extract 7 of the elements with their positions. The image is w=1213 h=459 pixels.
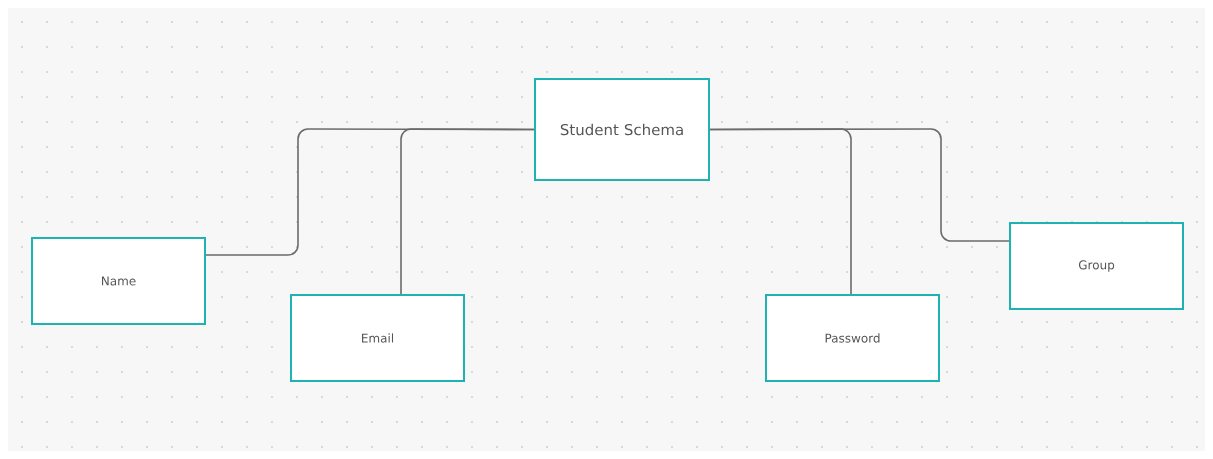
field-box: Password bbox=[765, 294, 940, 382]
field-box: Name bbox=[31, 237, 206, 325]
connector-line bbox=[400, 128, 535, 295]
field-box: Student Schema bbox=[534, 78, 710, 181]
field-box: Email bbox=[290, 294, 465, 382]
connector-line bbox=[709, 128, 1010, 242]
field-box: Group bbox=[1009, 222, 1184, 310]
